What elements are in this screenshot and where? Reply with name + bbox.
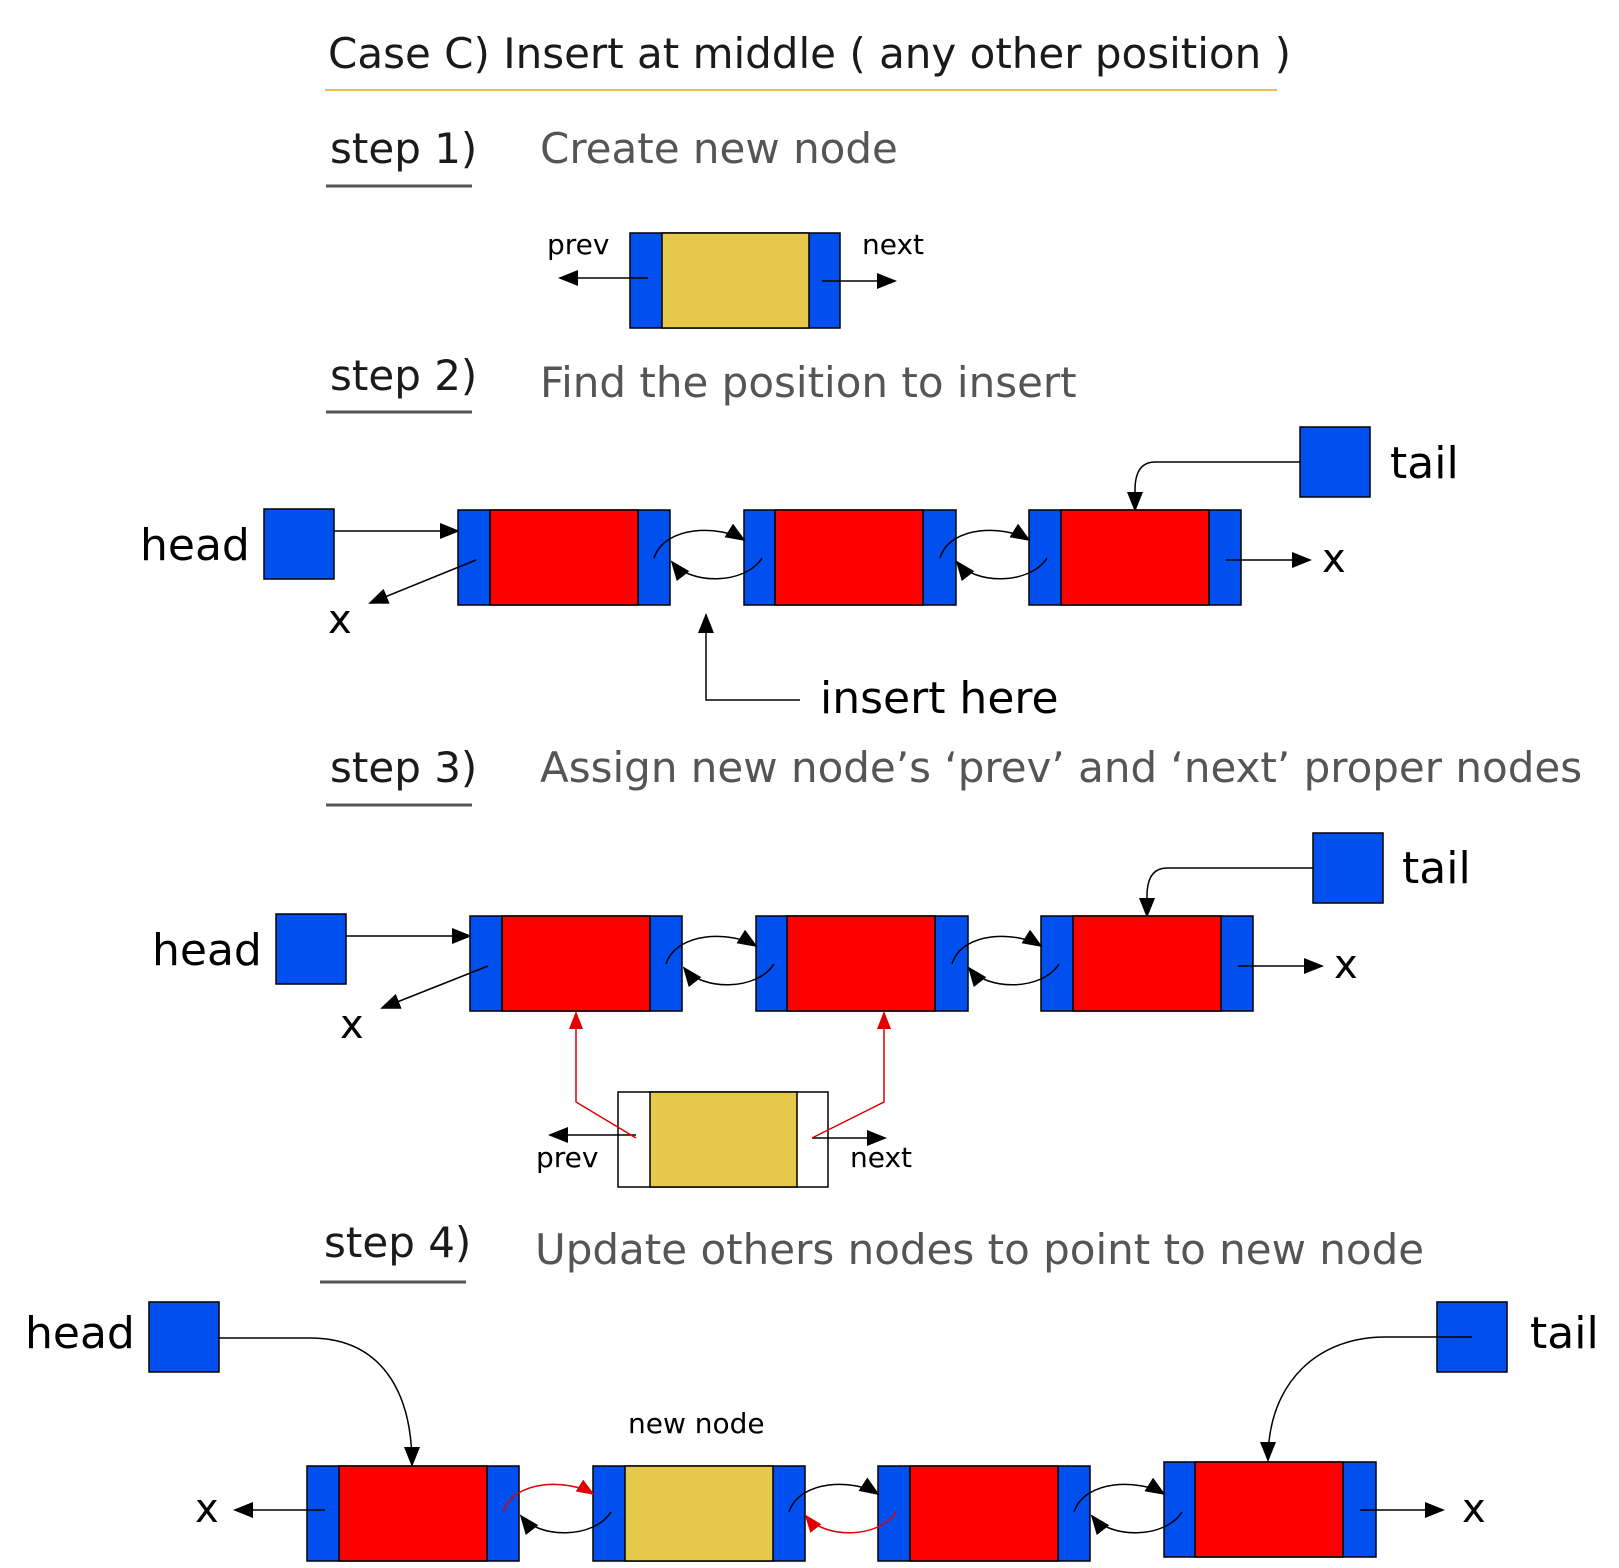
null-prev-label: x [328,597,352,643]
head-label-step-4: head [25,1308,135,1359]
node-1-step-3 [469,915,683,1012]
head-label-step-3: head [152,925,262,976]
tail-arrow-step-3 [1139,867,1313,918]
step-4-description: Update others nodes to point to new node [535,1225,1424,1274]
insert-here-arrow [698,613,800,701]
link-2-3-next-step-3 [951,929,1043,965]
step-4-label: step 4) [324,1218,471,1267]
next-label: next [862,228,924,261]
node-2-step-4 [877,1465,1091,1562]
insert-here-label: insert here [820,673,1059,724]
null-prev-arrow [368,559,477,604]
link-new-2-next [788,1477,880,1513]
new-node-step-3 [617,1091,829,1188]
link-3-2-prev-step-3 [967,963,1060,988]
null-next-label-step-3: x [1334,942,1358,988]
new-node-step-1 [629,232,841,329]
new-node-label: new node [628,1407,765,1440]
tail-pointer-step-3 [1312,832,1384,904]
tail-pointer [1299,426,1371,498]
step-2-label: step 2) [330,351,477,400]
link-new-1-prev [519,1511,612,1536]
tail-arrow-step-4 [1260,1336,1472,1462]
node-3-step-4 [1163,1461,1377,1558]
null-next-label: x [1322,536,1346,582]
tail-label: tail [1390,438,1459,489]
tail-label-step-4: tail [1530,1308,1599,1359]
new-next-assign-arrow [811,1011,891,1139]
null-next-label-step-4: x [1462,1486,1486,1532]
prev-label: prev [547,228,609,261]
link-1-2-next [653,523,746,559]
node-1 [457,509,671,606]
new-node-step-4 [592,1465,806,1562]
link-2-new-prev [804,1511,897,1534]
link-1-2-next-step-3 [665,929,758,965]
null-prev-label-step-4: x [195,1486,219,1532]
link-2-1-prev [670,557,763,582]
null-prev-arrow-step-3 [380,965,489,1009]
node-2 [743,509,957,606]
link-2-1-prev-step-3 [682,963,775,988]
link-2-3-next-step-4 [1073,1477,1166,1513]
null-prev-label-step-3: x [340,1002,364,1048]
link-2-3-next [939,523,1031,559]
link-3-2-prev-step-4 [1090,1511,1183,1536]
next-label-step-3: next [850,1141,912,1174]
node-1-step-4 [306,1465,520,1562]
step-2-description: Find the position to insert [540,358,1077,407]
new-prev-assign-arrow [569,1011,637,1139]
link-3-2-prev [955,557,1048,582]
prev-label-step-3: prev [536,1141,598,1174]
tail-label-step-3: tail [1402,843,1471,894]
tail-arrow [1127,461,1300,512]
step-3-description: Assign new node’s ‘prev’ and ‘next’ prop… [540,743,1582,792]
node-3-step-3 [1040,915,1254,1012]
node-3 [1028,509,1242,606]
node-2-step-3 [755,915,969,1012]
head-pointer [263,508,335,580]
head-pointer-step-4 [148,1301,220,1373]
link-1-new-next [502,1479,595,1513]
head-pointer-step-3 [275,913,347,985]
head-label: head [140,520,250,571]
step-3-label: step 3) [330,743,477,792]
head-arrow-step-4 [219,1337,420,1467]
page-title: Case C) Insert at middle ( any other pos… [328,29,1291,78]
step-1-description: Create new node [540,124,898,173]
step-1-label: step 1) [330,124,477,173]
